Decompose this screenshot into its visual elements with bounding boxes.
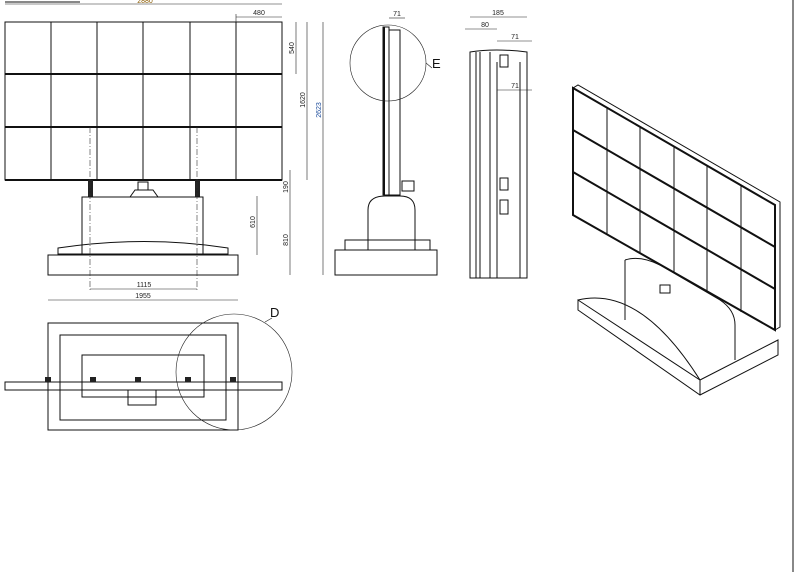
dim-thick-mid: 71 (511, 83, 519, 90)
dim-post-spacing: 1115 (137, 282, 152, 289)
dim-base-height: 810 (283, 234, 290, 246)
detail-label-d: D (270, 305, 279, 320)
dim-thick-top: 71 (511, 34, 519, 41)
side-view: 71 E (334, 11, 441, 276)
side-pedestal (367, 195, 416, 250)
top-view: D (4, 305, 293, 431)
side-base (334, 249, 438, 276)
dim-depth: 185 (492, 10, 504, 17)
pedestal (81, 196, 204, 256)
top-screen-bar (4, 381, 283, 391)
isometric-view (572, 84, 781, 396)
dim-thickness: 71 (393, 11, 401, 18)
dim-total-height: 2623 (316, 102, 323, 118)
detail-view: 185 80 71 71 (465, 10, 532, 279)
dim-panel-height: 540 (289, 42, 296, 54)
detail-circle-d (175, 313, 293, 431)
base-block (47, 254, 239, 276)
detail-circle-e (349, 24, 427, 102)
dim-gap: 190 (283, 181, 290, 193)
front-view: 2880 480 540 1620 2623 190 610 810 1115 … (4, 0, 324, 301)
dim-screen-height: 1620 (300, 92, 307, 108)
dim-offset: 80 (481, 22, 489, 29)
top-camera (127, 389, 157, 406)
post-left (88, 180, 93, 197)
curved-plate (57, 241, 229, 255)
detail-label-e: E (432, 56, 441, 71)
camera-mount (129, 181, 159, 198)
top-base-outline (47, 322, 239, 431)
dim-base-width: 1955 (135, 293, 151, 300)
post-right (195, 180, 200, 197)
dim-pillar-height: 610 (250, 216, 257, 228)
dim-panel-width: 480 (253, 10, 265, 17)
panel-grid (5, 22, 282, 181)
dim-total-width: 2880 (137, 0, 153, 5)
